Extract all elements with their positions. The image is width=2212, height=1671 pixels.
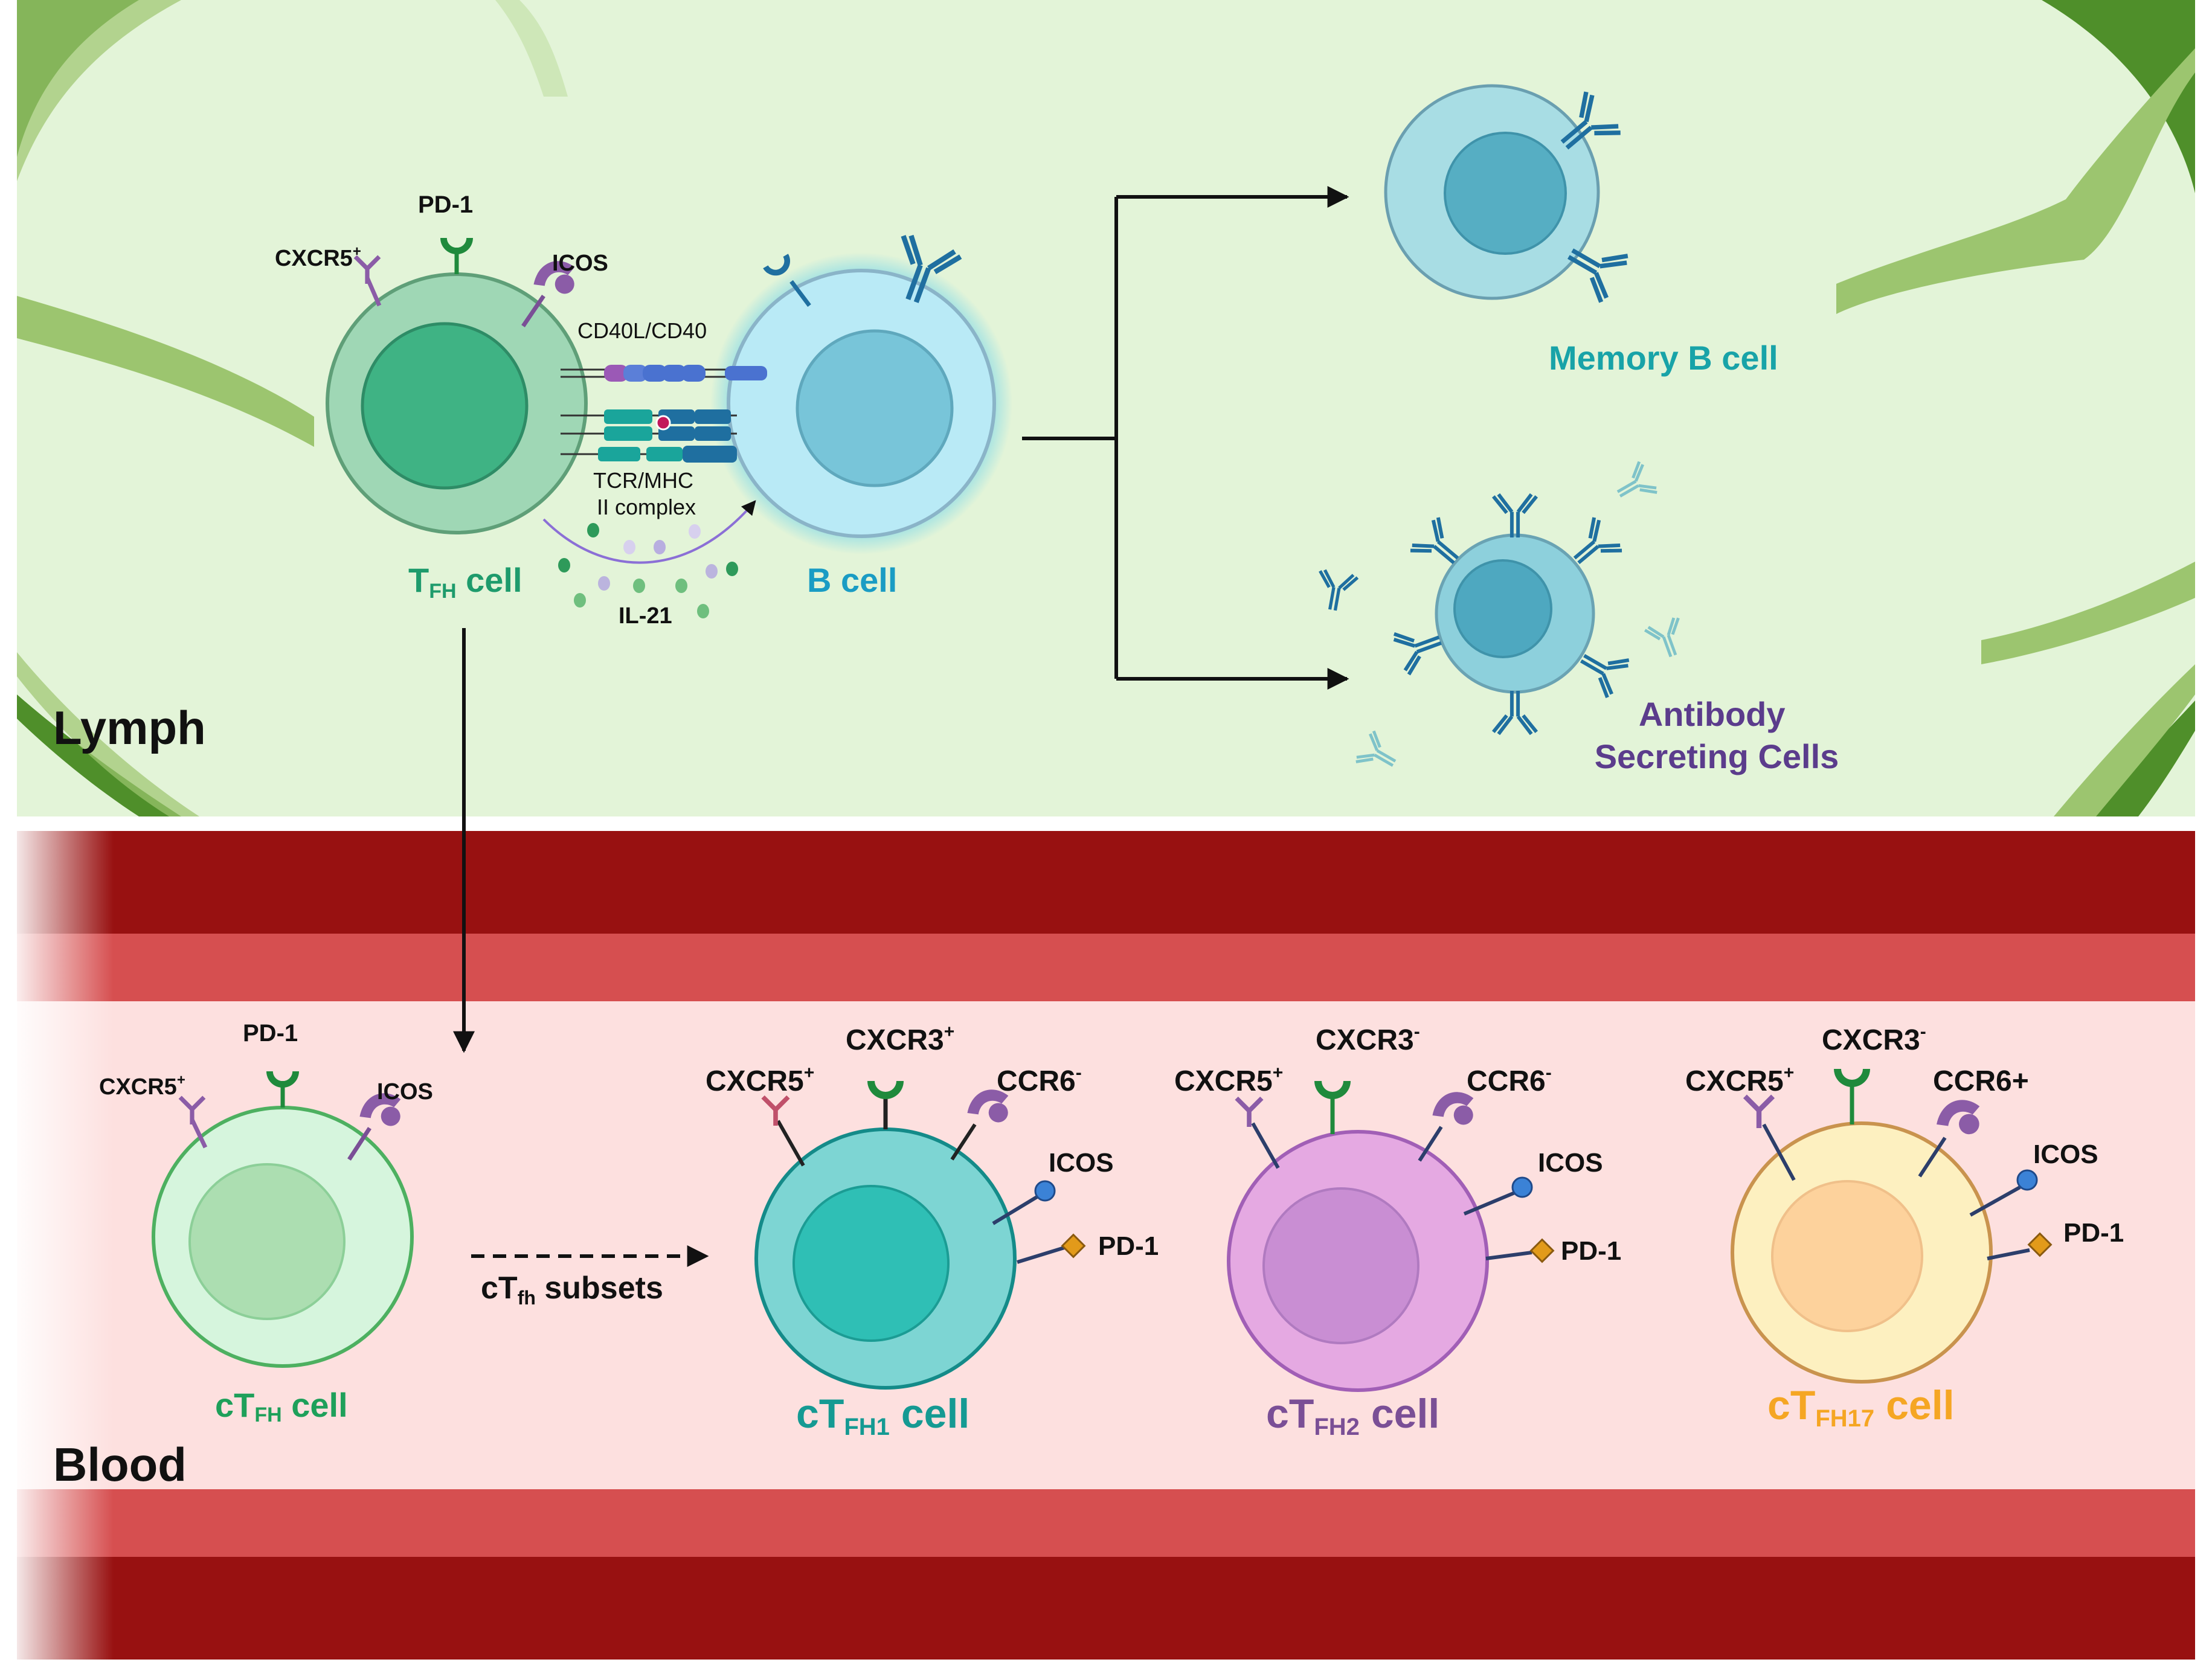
il21-particles — [558, 523, 738, 618]
ctfh17-cxcr3-label: CXCR3- — [1822, 1022, 1926, 1056]
ctfh-pd1-receptor — [266, 1071, 299, 1108]
ctfh1-pd1-label: PD-1 — [1098, 1231, 1159, 1261]
b-cell — [710, 252, 1012, 554]
ctfh-cxcr5-receptor — [180, 1097, 208, 1149]
ctfh2-cxcr5-receptor — [1236, 1098, 1280, 1169]
blood-panel — [17, 831, 2195, 1660]
ctfh2-cxcr5-label: CXCR5+ — [1174, 1063, 1283, 1097]
ctfh2-ccr6-label: CCR6- — [1467, 1063, 1552, 1097]
ctfh-pd1-label: PD-1 — [243, 1020, 298, 1047]
ctfh2-icos-receptor — [1463, 1176, 1533, 1216]
ctfh1-cell-label: cTFH1 cell — [796, 1391, 969, 1440]
ctfh17-pd1-receptor — [1987, 1232, 2053, 1260]
subsets-label: cTfh subsets — [481, 1271, 663, 1309]
ctfh17-ccr6-receptor — [1918, 1092, 1987, 1178]
bcell-receptor-left — [763, 254, 811, 307]
ctfh1-ccr6-receptor — [950, 1083, 1015, 1161]
tcr-mhc-complex — [561, 409, 737, 463]
ctfh17-icos-label: ICOS — [2033, 1140, 2098, 1169]
ctfh1-cxcr5-receptor — [763, 1097, 805, 1167]
tfh-icos-label: ICOS — [552, 251, 608, 276]
ctfh17-cell — [1731, 1121, 1993, 1384]
ctfh-cell-label: cTFH cell — [215, 1386, 348, 1426]
ctfh2-pd1-receptor — [1485, 1238, 1555, 1263]
ctfh2-cell-label: cTFH2 cell — [1266, 1391, 1439, 1440]
bcell-label: B cell — [807, 561, 897, 599]
lymph-label: Lymph — [53, 701, 206, 754]
ctfh17-pd1-label: PD-1 — [2063, 1218, 2124, 1248]
ctfh2-cxcr3-receptor — [1314, 1081, 1351, 1134]
ctfh1-ccr6-label: CCR6- — [997, 1063, 1082, 1097]
ctfh17-cell-label: cTFH17 cell — [1767, 1382, 1955, 1432]
blood-label: Blood — [53, 1438, 187, 1491]
asc-cell — [1435, 533, 1595, 694]
il21-label: IL-21 — [619, 603, 672, 629]
tfh-cell — [326, 272, 588, 534]
ctfh2-icos-label: ICOS — [1538, 1148, 1603, 1178]
ctfh-icos-label: ICOS — [377, 1079, 433, 1105]
ctfh1-cxcr3-receptor — [867, 1081, 904, 1129]
ctfh1-icos-receptor — [992, 1180, 1056, 1225]
ctfh17-ccr6-label: CCR6+ — [1933, 1065, 2029, 1097]
il21-secretion-arrow — [542, 500, 756, 564]
ctfh-icos-receptor — [347, 1086, 407, 1161]
ctfh2-cell — [1227, 1130, 1489, 1392]
tfh-icos-receptor — [521, 254, 581, 327]
ctfh-cell — [152, 1106, 414, 1368]
cd40-complex — [561, 365, 767, 382]
tfh-cxcr5-receptor — [355, 257, 379, 307]
ctfh1-icos-label: ICOS — [1049, 1148, 1114, 1178]
memory-b-label: Memory B cell — [1549, 339, 1778, 377]
memory-b-cell — [1384, 84, 1600, 300]
ctfh1-cell — [754, 1127, 1017, 1390]
differentiation-arrows — [453, 186, 1349, 1053]
cd40-label: CD40L/CD40 — [577, 318, 707, 343]
ctfh17-cxcr5-label: CXCR5+ — [1685, 1063, 1794, 1097]
ctfh17-icos-receptor — [1969, 1169, 2038, 1217]
ctfh2-ccr6-receptor — [1418, 1085, 1480, 1162]
ctfh1-pd1-receptor — [1017, 1233, 1086, 1264]
tcr-label: TCR/MHC II complex — [593, 468, 699, 519]
ctfh17-cxcr5-receptor — [1745, 1097, 1796, 1181]
ctfh-cxcr5-label: CXCR5+ — [99, 1072, 185, 1100]
ctfh2-cxcr3-label: CXCR3- — [1316, 1022, 1420, 1056]
ctfh1-cxcr5-label: CXCR5+ — [706, 1063, 814, 1097]
ctfh17-cxcr3-receptor — [1834, 1069, 1870, 1124]
tfh-pd1-receptor — [440, 238, 473, 274]
tfh-cell-label: TFH cell — [408, 561, 522, 603]
ctfh1-cxcr3-label: CXCR3+ — [846, 1022, 954, 1056]
asc-label: Antibody Secreting Cells — [1595, 695, 1839, 775]
tfh-cxcr5-label: CXCR5+ — [275, 243, 361, 271]
tfh-pd1-label: PD-1 — [418, 191, 473, 218]
ctfh2-pd1-label: PD-1 — [1561, 1236, 1621, 1266]
